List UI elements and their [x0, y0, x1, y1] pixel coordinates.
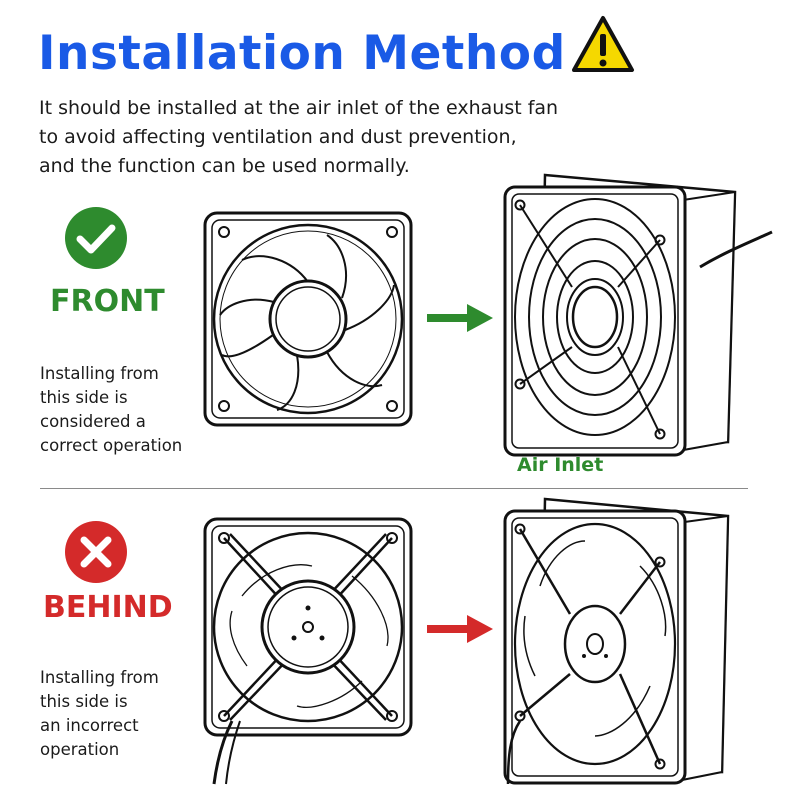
arrow-right-icon [427, 615, 493, 643]
front-note-line: correct operation [40, 436, 183, 455]
description-line: and the function can be used normally. [39, 155, 410, 177]
section-divider [40, 488, 748, 489]
fan-back-icon [503, 497, 730, 785]
page-title: Installation Method [38, 26, 566, 81]
description: It should be installed at the air inlet … [39, 94, 558, 181]
warning-icon [572, 16, 634, 72]
arrow-right-icon [427, 304, 493, 332]
front-note-line: this side is [40, 388, 128, 407]
checkmark-icon [65, 207, 127, 269]
front-note-line: Installing from [40, 364, 159, 383]
front-note-line: considered a [40, 412, 146, 431]
x-icon [65, 521, 127, 583]
front-note: Installing from this side is considered … [40, 362, 182, 458]
air-inlet-label: Air Inlet [517, 454, 604, 476]
description-line: to avoid affecting ventilation and dust … [39, 126, 517, 148]
fan-back-icon [203, 517, 413, 785]
description-line: It should be installed at the air inlet … [39, 97, 559, 119]
behind-note-line: operation [40, 740, 120, 759]
front-label: FRONT [50, 284, 165, 319]
behind-note-line: Installing from [40, 668, 159, 687]
fan-front-icon [203, 211, 413, 427]
behind-note-line: this side is [40, 692, 128, 711]
behind-note: Installing from this side is an incorrec… [40, 666, 159, 762]
behind-label: BEHIND [43, 590, 173, 625]
behind-note-line: an incorrect [40, 716, 139, 735]
fan-front-icon [503, 173, 773, 457]
